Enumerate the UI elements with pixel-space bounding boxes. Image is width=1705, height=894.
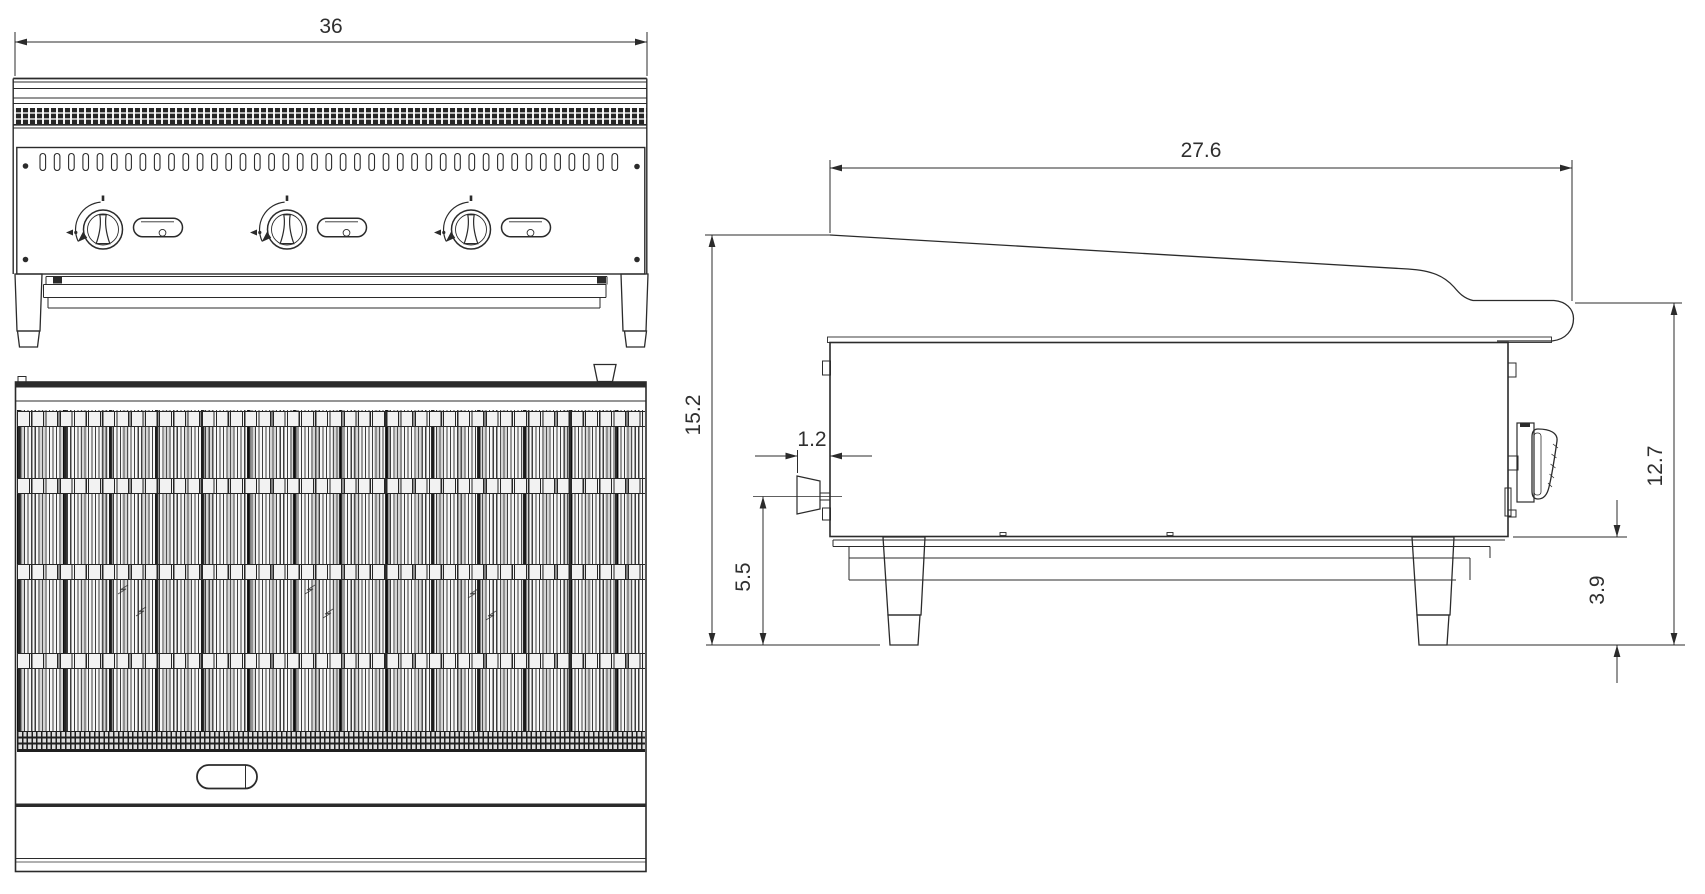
- knob-nameplate: [132, 217, 184, 238]
- radiant-teeth-texture: [13, 108, 647, 124]
- grate-crossbar-row: [17, 653, 645, 669]
- dim-label-work-height: 12.7: [1644, 446, 1667, 487]
- vent-slot-row: [39, 152, 619, 172]
- dim-label-depth: 27.6: [1181, 139, 1222, 162]
- control-knob-icon: [250, 195, 368, 250]
- grate-crossbar-row: [17, 564, 645, 580]
- side-control-knob: [1516, 422, 1559, 503]
- burner-control-knobs: [66, 195, 552, 250]
- dim-label-inlet-height: 5.5: [732, 562, 755, 591]
- gas-valve-knob-top: [593, 363, 617, 383]
- side-view-legs: [882, 536, 1455, 646]
- tray-handle: [196, 764, 258, 790]
- panel-screws: [22, 163, 640, 263]
- side-under-tray: [832, 539, 1505, 581]
- control-knob-icon: [66, 195, 184, 250]
- control-panel: [16, 146, 646, 275]
- grate-crossbar-row: [17, 478, 645, 494]
- side-body: [829, 341, 1509, 538]
- grate-crossbar-row: [17, 411, 645, 427]
- dim-label-width: 36: [319, 15, 342, 38]
- grease-tray-front: [43, 276, 608, 309]
- dim-depth: 27.6: [829, 139, 1573, 301]
- dim-work-height: 12.7: [1420, 302, 1685, 646]
- gas-inlet-fitting: [753, 475, 842, 515]
- knob-nameplate: [500, 217, 552, 238]
- grate-bars-texture: [17, 410, 645, 750]
- dim-inlet-height: 5.5: [732, 496, 767, 645]
- dim-label-inlet-protrusion: 1.2: [797, 428, 826, 451]
- side-view: 27.6: [682, 139, 1685, 683]
- dim-label-overall-height: 15.2: [682, 395, 705, 436]
- top-view-rear-edge: [15, 382, 646, 388]
- griddle-top-profile: [829, 234, 1575, 342]
- front-view: 36: [12, 15, 649, 348]
- front-view-legs: [14, 273, 649, 348]
- grate-front-dense-row: [17, 731, 645, 752]
- control-knob-icon: [434, 195, 552, 250]
- dim-label-base-clearance: 3.9: [1586, 575, 1609, 604]
- knob-nameplate: [316, 217, 368, 238]
- dim-width-36: 36: [14, 15, 648, 76]
- plate-band: [827, 336, 1552, 343]
- dim-inlet-protrusion: 1.2: [755, 428, 872, 473]
- rear-left-clip: [17, 376, 27, 383]
- dim-base-clearance: 3.9: [1513, 500, 1627, 683]
- dim-overall-height: 15.2: [682, 234, 880, 646]
